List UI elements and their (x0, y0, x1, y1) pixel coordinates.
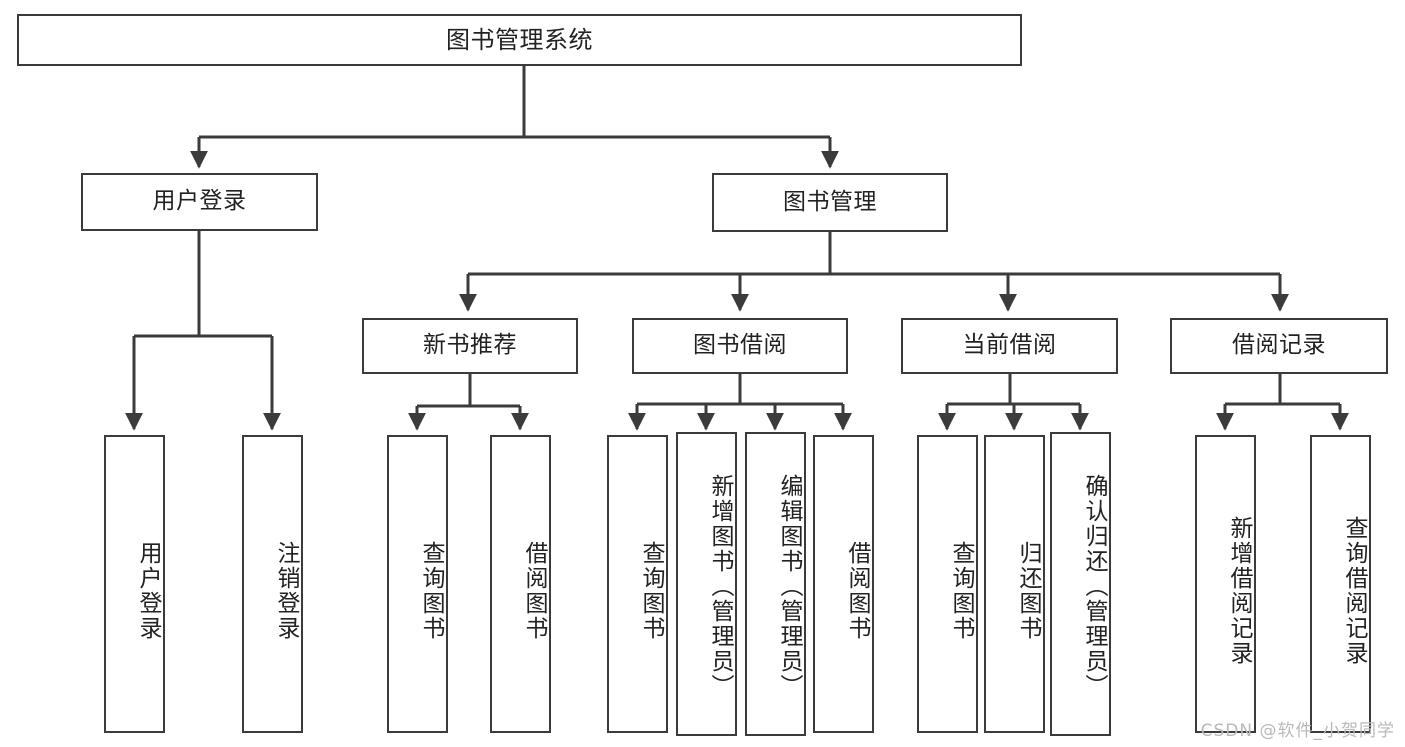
leaf-book-borrow-add-book-admin[interactable]: 新增图书（管理员） (676, 432, 737, 736)
node-borrow-record[interactable]: 借阅记录 (1170, 318, 1388, 374)
node-label: 用户登录 (152, 188, 247, 215)
leaf-current-borrow-confirm-return-admin[interactable]: 确认归还（管理员） (1050, 432, 1111, 736)
leaf-borrow-record-add-record[interactable]: 新增借阅记录 (1195, 435, 1256, 733)
node-label: 归还图书 (1015, 541, 1041, 641)
leaf-borrow-record-query-record[interactable]: 查询借阅记录 (1310, 435, 1371, 733)
leaf-current-borrow-return-book[interactable]: 归还图书 (984, 435, 1045, 733)
node-label: 查询借阅记录 (1341, 516, 1367, 666)
node-label: 查询图书 (418, 541, 444, 641)
node-book-borrow[interactable]: 图书借阅 (632, 318, 848, 374)
node-label: 新书推荐 (423, 332, 517, 359)
watermark-text: CSDN @软件_小贺同学 (1200, 721, 1395, 741)
leaf-book-borrow-borrow-book[interactable]: 借阅图书 (813, 435, 874, 733)
leaf-new-book-query-book[interactable]: 查询图书 (387, 435, 448, 733)
leaf-user-login-login[interactable]: 用户登录 (104, 435, 165, 733)
node-label: 编辑图书（管理员） (776, 473, 802, 699)
node-label: 新增借阅记录 (1226, 516, 1252, 666)
node-label: 图书管理系统 (446, 25, 593, 54)
leaf-current-borrow-query-book[interactable]: 查询图书 (917, 435, 978, 733)
node-label: 新增图书（管理员） (707, 473, 733, 699)
node-label: 确认归还（管理员） (1081, 473, 1107, 699)
node-label: 借阅记录 (1232, 332, 1326, 359)
node-label: 查询图书 (948, 541, 974, 641)
node-label: 借阅图书 (844, 541, 870, 641)
node-root-book-management-system[interactable]: 图书管理系统 (17, 14, 1022, 66)
node-label: 注销登录 (273, 541, 299, 641)
leaf-new-book-borrow-book[interactable]: 借阅图书 (490, 435, 551, 733)
node-label: 当前借阅 (962, 332, 1057, 359)
node-label: 借阅图书 (521, 541, 547, 641)
leaf-book-borrow-edit-book-admin[interactable]: 编辑图书（管理员） (745, 432, 806, 736)
node-label: 图书管理 (783, 188, 877, 215)
node-label: 图书借阅 (693, 332, 787, 359)
leaf-user-login-logout[interactable]: 注销登录 (242, 435, 303, 733)
node-user-login[interactable]: 用户登录 (81, 173, 318, 231)
node-label: 用户登录 (135, 541, 161, 641)
leaf-book-borrow-query-book[interactable]: 查询图书 (607, 435, 668, 733)
node-book-management[interactable]: 图书管理 (712, 173, 948, 232)
node-label: 查询图书 (638, 541, 664, 641)
node-new-book-recommend[interactable]: 新书推荐 (362, 318, 578, 374)
node-current-borrow[interactable]: 当前借阅 (901, 318, 1118, 374)
